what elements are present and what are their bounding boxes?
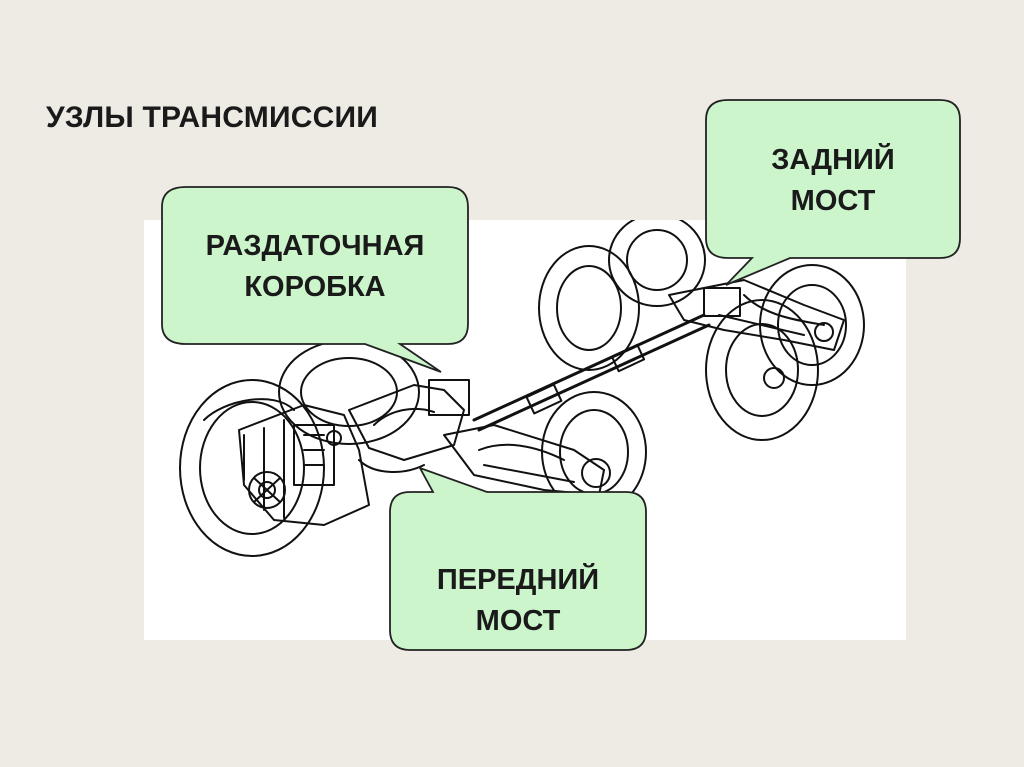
transfer-case-label: РАЗДАТОЧНАЯ КОРОБКА — [162, 226, 468, 308]
rear-axle-label: ЗАДНИЙ МОСТ — [706, 140, 960, 222]
front-axle-label: ПЕРЕДНИЙ МОСТ — [390, 560, 646, 642]
